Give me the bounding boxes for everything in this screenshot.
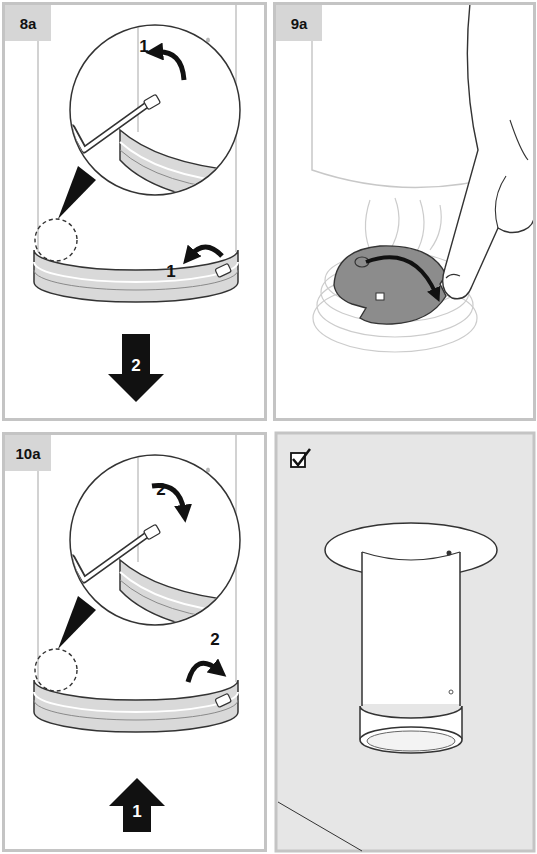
fixture-illustration: [34, 433, 250, 732]
body-outline: [362, 552, 460, 706]
callout-number: 1: [132, 802, 141, 822]
body-hole: [449, 690, 453, 694]
callout-number: 1: [166, 262, 175, 282]
rotate-arrow: [366, 257, 436, 294]
base-ring-bottom: [360, 727, 462, 753]
rotate-arrow: [156, 52, 184, 80]
body-hole: [447, 551, 452, 556]
plate-hole: [376, 293, 384, 300]
step-number: 8a: [5, 5, 51, 41]
direction-arrow: [108, 334, 164, 402]
hand: [443, 3, 535, 299]
lens: [367, 731, 455, 751]
fixture-body: [362, 552, 460, 704]
body-outline: [362, 552, 460, 560]
callout-number: 2: [156, 480, 165, 500]
step-panel: 9a: [273, 2, 536, 421]
rotate-arrow: [190, 247, 222, 256]
callout-number: 2: [131, 356, 140, 376]
callout-number: 2: [210, 630, 219, 650]
step-number: 9a: [276, 5, 322, 41]
mounting-plate: [334, 246, 446, 324]
fixture-illustration: [34, 3, 250, 302]
step-panel: 10a: [2, 432, 267, 852]
step-number: 10a: [5, 435, 51, 471]
result-panel: [276, 433, 534, 851]
rotate-arrow: [188, 663, 218, 682]
hand-detail: [446, 120, 528, 278]
check-mark: [293, 449, 310, 465]
direction-arrow: [109, 778, 165, 832]
callout-number: 1: [139, 37, 148, 57]
wall-line: [278, 802, 362, 851]
